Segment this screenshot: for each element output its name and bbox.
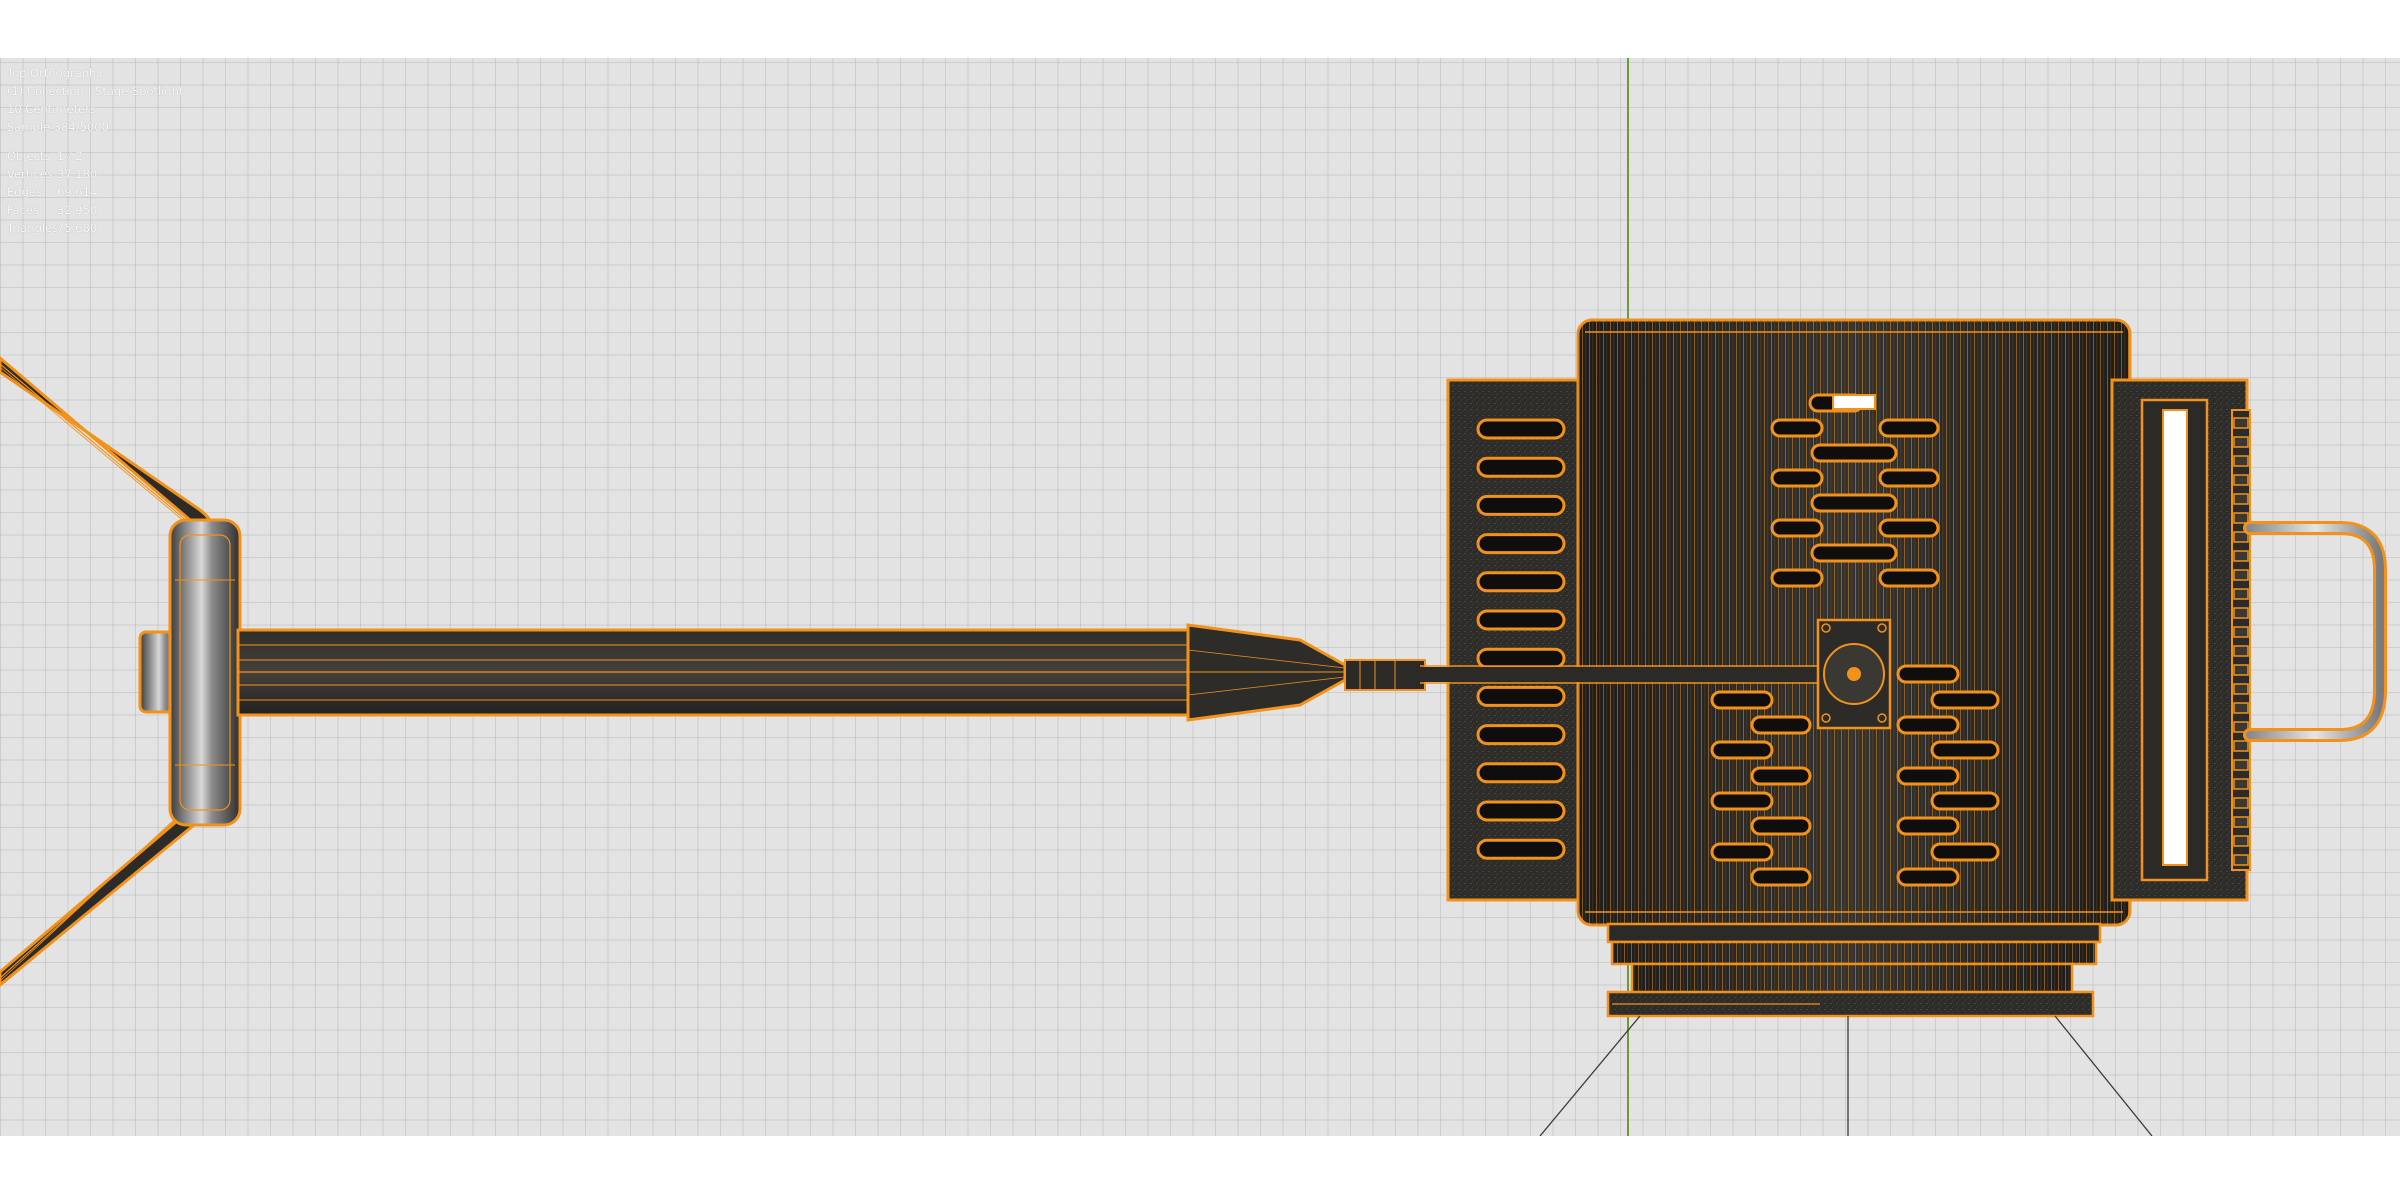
- vent-slot: [1476, 418, 1566, 440]
- view-name: Top Orthographic: [7, 66, 106, 80]
- 3d-viewport[interactable]: Top Orthographic (1) Collection | Stage …: [0, 58, 2400, 1136]
- grille-tick: [2233, 417, 2249, 429]
- stat-label: Objects: [7, 149, 51, 163]
- vent-slot: [1810, 493, 1898, 513]
- grille-tick: [2233, 778, 2249, 790]
- stat-label: Vertices: [7, 167, 53, 181]
- body-top-marker: [1832, 394, 1876, 410]
- vent-slot: [1896, 867, 1960, 887]
- grille-tick: [2233, 683, 2249, 695]
- vent-slot: [1476, 533, 1566, 555]
- vent-slot: [1750, 766, 1812, 786]
- base-support-lines: [1539, 1015, 2153, 1136]
- grille-tick: [2233, 569, 2249, 581]
- grille-tick: [2233, 474, 2249, 486]
- stat-value: 69,614: [57, 185, 98, 199]
- vent-slot: [1750, 715, 1812, 735]
- vent-slot: [1710, 842, 1774, 862]
- vent-slot: [1770, 568, 1824, 588]
- grille-tick: [2233, 664, 2249, 676]
- grille-tick: [2233, 854, 2249, 866]
- vent-slot: [1476, 685, 1566, 707]
- body-vent-slots: [1710, 393, 2000, 887]
- vent-slot: [1750, 867, 1812, 887]
- grille-tick: [2233, 835, 2249, 847]
- stat-value: 1 / 2: [57, 149, 83, 163]
- vent-slot: [1930, 740, 2000, 760]
- grille-tick: [2233, 721, 2249, 733]
- vent-slot: [1810, 543, 1898, 563]
- grille-tick: [2233, 626, 2249, 638]
- pivot-knob: [1420, 618, 1892, 730]
- vent-slot: [1770, 518, 1824, 538]
- vent-slot: [1930, 690, 2000, 710]
- vent-slot: [1476, 800, 1566, 822]
- grille-tick: [2233, 702, 2249, 714]
- lamp-front-block: [2110, 378, 2251, 902]
- grille-tick: [2233, 816, 2249, 828]
- footer-whitespace: [0, 1136, 2400, 1200]
- front-grille-ticks: [2233, 417, 2249, 866]
- vent-slot: [1896, 816, 1960, 836]
- grille-tick: [2233, 531, 2249, 543]
- grille-tick: [2233, 455, 2249, 467]
- vent-slot: [1476, 494, 1566, 516]
- stat-label: Triangles: [7, 221, 59, 235]
- vent-slot: [1476, 838, 1566, 860]
- vent-slot: [1476, 456, 1566, 478]
- grille-tick: [2233, 740, 2249, 752]
- grille-tick: [2233, 493, 2249, 505]
- vent-slot: [1710, 740, 1774, 760]
- grille-tick: [2233, 550, 2249, 562]
- vent-slot: [1770, 468, 1824, 488]
- vent-slot: [1878, 568, 1940, 588]
- vent-slot: [1710, 791, 1774, 811]
- stat-value: 37,180: [57, 167, 98, 181]
- vent-slot: [1476, 724, 1566, 746]
- vent-slot: [1770, 418, 1824, 438]
- vent-slot: [1930, 842, 2000, 862]
- viewport-text-overlay: Top Orthographic (1) Collection | Stage …: [7, 64, 184, 237]
- units-label: 10 Centimeters: [7, 102, 96, 116]
- grille-tick: [2233, 588, 2249, 600]
- vent-slot: [1476, 647, 1566, 669]
- spotlight-model[interactable]: [0, 58, 2400, 1136]
- render-sample-label: Sample 384/5000: [7, 120, 109, 134]
- vent-slot: [1750, 816, 1812, 836]
- vent-slot: [1930, 791, 2000, 811]
- vent-slot: [1896, 715, 1960, 735]
- vent-slot: [1878, 468, 1940, 488]
- yoke-arm-rod: [236, 628, 1190, 717]
- vent-slot: [1878, 518, 1940, 538]
- vent-slot: [1810, 443, 1898, 463]
- grille-tick: [2233, 797, 2249, 809]
- header-whitespace: [0, 0, 2400, 58]
- vent-slot: [1896, 664, 1960, 684]
- lamp-base-rings: [1606, 922, 2102, 1018]
- rod-taper-connector: [1186, 623, 1426, 722]
- vent-slot: [1476, 609, 1566, 631]
- grille-tick: [2233, 607, 2249, 619]
- grille-tick: [2233, 436, 2249, 448]
- grille-tick: [2233, 645, 2249, 657]
- vent-slot: [1476, 571, 1566, 593]
- collection-label: (1) Collection | Stage Spotlight: [7, 84, 184, 98]
- stat-label: Edges: [7, 185, 42, 199]
- stat-label: Faces: [7, 203, 39, 217]
- stat-value: 75,680: [57, 221, 98, 235]
- vent-slot: [1878, 418, 1940, 438]
- rear-vent-slots: [1476, 418, 1566, 860]
- grille-tick: [2233, 759, 2249, 771]
- vent-slot: [1710, 690, 1774, 710]
- stat-value: 32,950: [57, 203, 98, 217]
- vent-slot: [1896, 766, 1960, 786]
- vent-slot: [1476, 762, 1566, 784]
- scene-statistics: Objects 1 / 2 Vertices 37,180 Edges 69,6…: [7, 147, 184, 237]
- yoke-hub: [138, 518, 242, 827]
- lamp-handle: [2243, 521, 2387, 742]
- grille-tick: [2233, 512, 2249, 524]
